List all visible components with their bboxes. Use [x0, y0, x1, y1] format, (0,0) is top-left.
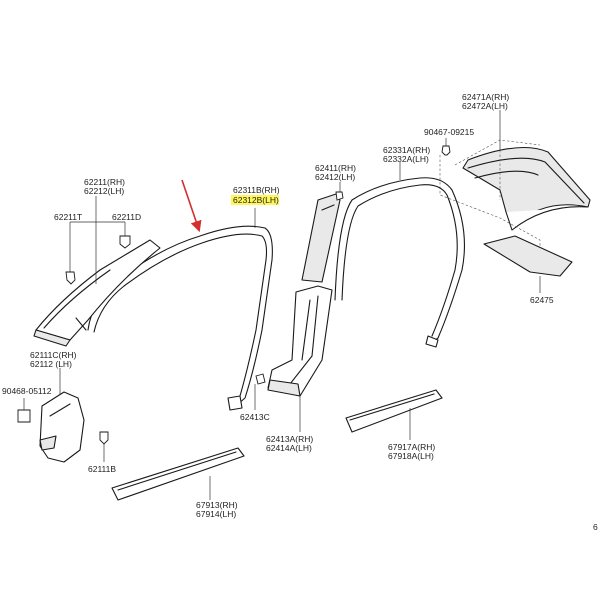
clip-90467 — [441, 138, 451, 156]
label-90468: 90468-05112 — [2, 386, 52, 396]
clip-62211d — [119, 235, 131, 249]
front-door-opening-weatherstrip-62311b — [87, 208, 273, 411]
label-67913: 67913(RH) — [196, 500, 238, 510]
label-62414a: 62414A(LH) — [266, 443, 312, 453]
label-62111b: 62111B — [88, 464, 116, 474]
cowl-side-trim-62111c — [39, 368, 85, 463]
label-62112: 62112 (LH) — [30, 359, 72, 369]
highlight-62312b — [231, 195, 279, 205]
label-90467: 90467-09215 — [424, 127, 474, 137]
roof-side-trim-panel — [462, 146, 591, 231]
label-62475: 62475 — [530, 295, 554, 305]
clip-62211t — [65, 271, 76, 285]
label-67918a: 67918A(LH) — [388, 451, 434, 461]
center-pillar-lower-garnish-62413a — [267, 285, 333, 432]
center-pillar-upper-garnish-62411 — [301, 182, 344, 283]
red-pointer-arrow — [181, 179, 202, 233]
label-62332a: 62332A(LH) — [383, 154, 429, 164]
clip-62111b — [99, 431, 109, 462]
label-62111c: 62111C(RH) — [30, 350, 77, 360]
label-62471a: 62471A(RH) — [462, 92, 509, 102]
clip-62413c — [254, 373, 266, 410]
front-scuff-plate-67913 — [111, 447, 245, 501]
rear-scuff-plate-67917a — [345, 389, 443, 440]
label-62311b: 62311B(RH) — [233, 185, 280, 195]
label-62411: 62411(RH) — [315, 163, 356, 173]
label-62331a: 62331A(RH) — [383, 145, 430, 155]
label-62412: 62412(LH) — [315, 172, 355, 182]
label-62413c: 62413C — [240, 412, 270, 422]
page-mark: 6 — [593, 522, 598, 532]
front-pillar-garnish-62211 — [33, 196, 161, 347]
label-67914: 67914(LH) — [196, 509, 236, 519]
label-62212: 62212(LH) — [84, 186, 124, 196]
label-62472a: 62472A(LH) — [462, 101, 508, 111]
clip-90468 — [17, 398, 31, 423]
door-opening-weatherstrip-62331a — [334, 162, 466, 348]
label-67917a: 67917A(RH) — [388, 442, 435, 452]
label-62312b: 62312B(LH) — [233, 195, 279, 205]
label-62211d: 62211D — [112, 212, 141, 222]
label-62211: 62211(RH) — [84, 177, 125, 187]
part-62475-pad — [483, 235, 573, 293]
label-62211t: 62211T — [54, 212, 82, 222]
label-62413a: 62413A(RH) — [266, 434, 313, 444]
